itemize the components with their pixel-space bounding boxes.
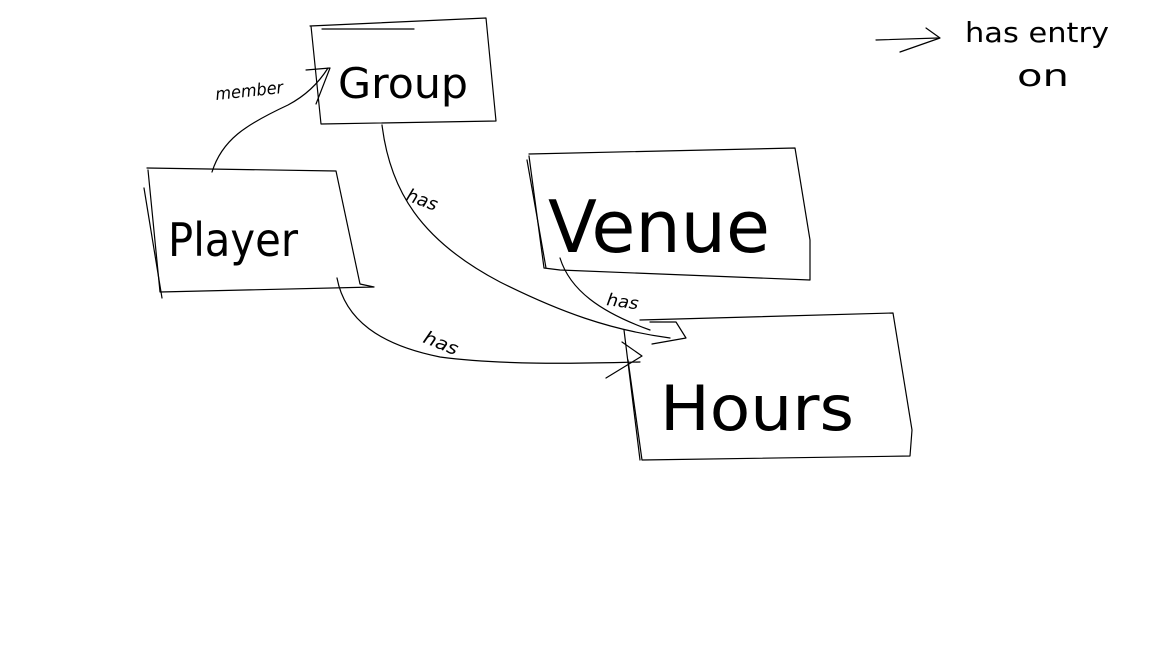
edge-player-hours-label: has (420, 327, 461, 360)
edge-player-group-line (211, 67, 329, 173)
edge-player-group-label: member (214, 78, 285, 105)
legend: has entry on (875, 16, 1109, 94)
edge-venue-hours-line (559, 257, 651, 331)
venue-box (528, 147, 811, 281)
legend-line1: has entry (965, 16, 1109, 49)
hours-box-left-edge (623, 329, 641, 461)
edge-venue-hours-label: has (605, 290, 640, 314)
edge-player-hours[interactable]: has (336, 277, 643, 379)
legend-arrowhead (899, 27, 941, 53)
venue-box-left-edge (526, 159, 547, 269)
edge-group-hours-arrowhead (649, 321, 687, 345)
player-node[interactable]: Player (143, 167, 375, 299)
edge-group-hours-line (381, 124, 671, 339)
venue-node[interactable]: Venue (526, 147, 811, 281)
player-box-left-edge (143, 187, 163, 299)
edge-player-hours-arrowhead (605, 341, 643, 379)
legend-line2: on (1017, 59, 1069, 94)
group-box (309, 17, 497, 125)
edge-group-hours-label: has (403, 185, 440, 216)
legend-arrow-line (875, 37, 939, 41)
group-node[interactable]: Group (309, 17, 497, 125)
player-label: Player (168, 213, 298, 267)
edge-player-group-arrowhead (305, 67, 331, 105)
edge-player-group[interactable]: member (211, 67, 331, 173)
venue-label: Venue (548, 185, 770, 269)
edge-player-hours-line (336, 277, 641, 364)
hours-node[interactable]: Hours (623, 312, 913, 461)
edge-venue-hours[interactable]: has (559, 257, 651, 331)
hours-box (627, 312, 913, 461)
group-label: Group (338, 59, 468, 108)
hours-label: Hours (660, 372, 854, 445)
